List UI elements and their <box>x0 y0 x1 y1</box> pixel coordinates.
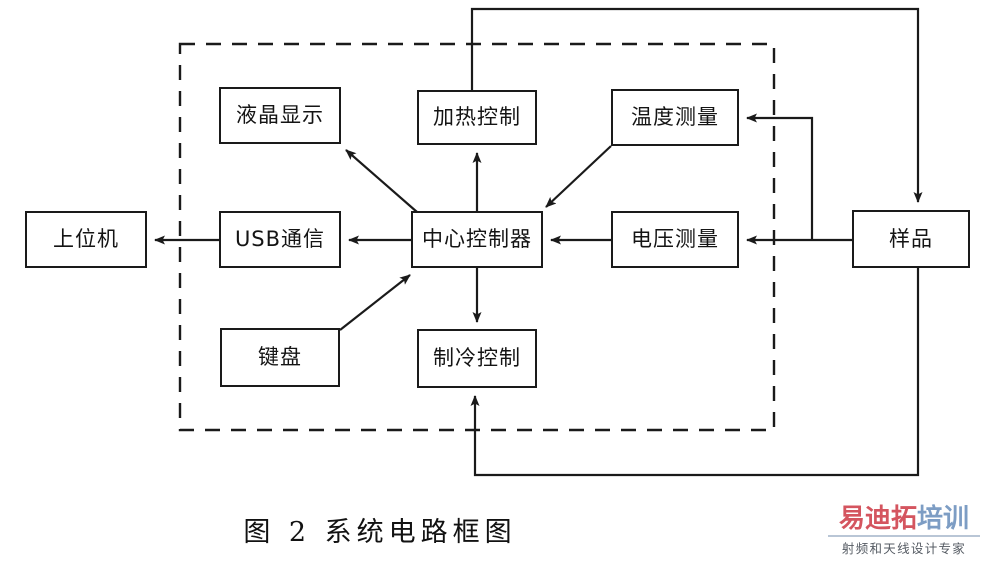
node-host-computer[interactable]: 上位机 <box>25 211 147 268</box>
node-voltage-measurement-label: 电压测量 <box>631 227 719 251</box>
node-lcd-display-label: 液晶显示 <box>236 103 324 127</box>
figure-caption: 图 2 系统电路框图 <box>243 517 517 548</box>
watermark-title: 易迪拓培训 <box>828 504 980 534</box>
node-temperature-measurement[interactable]: 温度测量 <box>611 89 739 146</box>
node-keyboard-label: 键盘 <box>258 345 302 369</box>
watermark-title-blue: 培训 <box>917 504 970 534</box>
node-sample[interactable]: 样品 <box>852 210 970 268</box>
watermark-subtitle: 射频和天线设计专家 <box>841 541 967 557</box>
node-central-controller[interactable]: 中心控制器 <box>411 211 543 268</box>
watermark-logo: 易迪拓培训 射频和天线设计专家 <box>828 504 980 557</box>
node-usb-communication[interactable]: USB通信 <box>219 211 341 268</box>
edge-sample-to-cooling <box>470 268 920 477</box>
watermark-title-red: 易迪拓 <box>838 504 917 534</box>
node-host-computer-label: 上位机 <box>53 227 119 251</box>
dashed-enclosure <box>178 42 776 432</box>
watermark-divider <box>828 535 980 538</box>
node-keyboard[interactable]: 键盘 <box>220 328 340 387</box>
node-cooling-control-label: 制冷控制 <box>433 346 521 370</box>
edge-temperature-to-mcu <box>545 145 612 208</box>
node-temperature-measurement-label: 温度测量 <box>631 105 719 129</box>
node-central-controller-label: 中心控制器 <box>422 227 532 251</box>
node-lcd-display[interactable]: 液晶显示 <box>219 87 341 144</box>
node-sample-label: 样品 <box>889 226 933 251</box>
node-cooling-control[interactable]: 制冷控制 <box>417 329 537 388</box>
edge-sample-to-temperature <box>746 113 814 240</box>
edge-mcu-to-lcd <box>345 149 418 213</box>
node-voltage-measurement[interactable]: 电压测量 <box>611 211 739 268</box>
node-usb-communication-label: USB通信 <box>234 227 326 251</box>
edge-heating-to-sample <box>470 7 923 203</box>
node-heating-control-label: 加热控制 <box>433 105 521 129</box>
edge-keyboard-to-mcu <box>339 274 411 331</box>
node-heating-control[interactable]: 加热控制 <box>417 90 537 145</box>
